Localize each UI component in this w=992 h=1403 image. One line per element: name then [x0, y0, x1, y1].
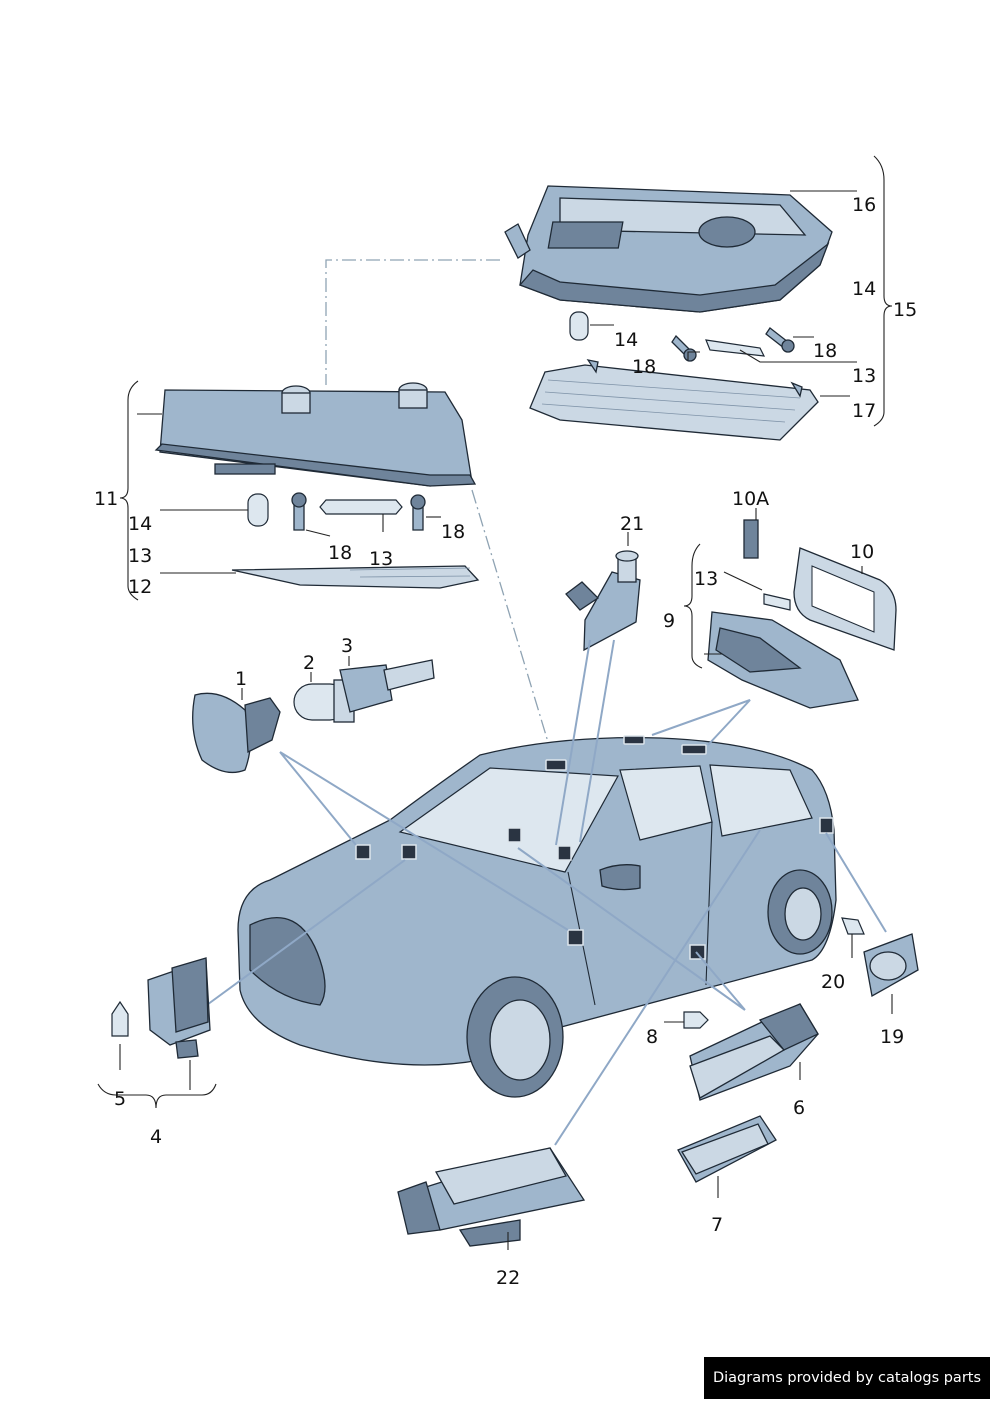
credit-banner: Diagrams provided by catalogs parts: [704, 1357, 990, 1399]
label-1: 1: [235, 668, 247, 690]
brace-11: [119, 380, 139, 601]
label-12: 12: [128, 576, 152, 598]
leader-18-left-a: [305, 529, 331, 537]
label-13-right: 13: [694, 568, 718, 590]
bulb-5: [111, 1000, 129, 1037]
label-17: 17: [852, 400, 876, 422]
left-bulb-14: [247, 493, 269, 527]
label-13-left: 13: [128, 545, 152, 567]
location-markers: [355, 735, 834, 960]
bulb-20: [841, 917, 865, 935]
top-festoon-13: [705, 339, 766, 357]
label-18-top-left: 18: [632, 356, 656, 378]
credit-text: Diagrams provided by catalogs parts: [712, 1370, 982, 1386]
lamp-19: [863, 933, 919, 998]
label-5: 5: [114, 1088, 126, 1110]
label-13-left-center: 13: [369, 548, 393, 570]
label-22: 22: [496, 1267, 520, 1289]
bulb-2: [293, 679, 355, 723]
label-10a: 10A: [732, 488, 769, 510]
cover-10a: [743, 519, 759, 559]
label-18-top-right: 18: [813, 340, 837, 362]
label-16: 16: [852, 194, 876, 216]
top-bulb-14: [569, 311, 589, 341]
left-festoon-13: [319, 499, 403, 515]
label-21: 21: [620, 513, 644, 535]
label-4: 4: [150, 1126, 162, 1148]
label-14-top-right: 14: [852, 278, 876, 300]
left-screw-18-a: [291, 492, 307, 531]
label-18-left-b: 18: [441, 521, 465, 543]
top-lens-17: [529, 359, 819, 441]
top-screw-18-right: [765, 327, 795, 353]
overhead-console-left: [154, 382, 477, 487]
guide-line-top: [325, 259, 500, 385]
label-8: 8: [646, 1026, 658, 1048]
label-13-top: 13: [852, 365, 876, 387]
lamp-lens-7: [677, 1115, 777, 1183]
label-3: 3: [341, 635, 353, 657]
label-15: 15: [893, 299, 917, 321]
lamp-housing-9: [707, 611, 859, 709]
label-19: 19: [880, 1026, 904, 1048]
brace-15: [873, 155, 893, 427]
leader-18-top-left: [687, 351, 700, 360]
label-6: 6: [793, 1097, 805, 1119]
left-screw-18-b: [410, 494, 426, 531]
gasket-10: [793, 547, 897, 651]
blue-leader-lines: [199, 639, 887, 1146]
lamp-6: [689, 1003, 819, 1101]
bulb-13-right: [763, 593, 791, 611]
label-7: 7: [711, 1214, 723, 1236]
label-9: 9: [663, 610, 675, 632]
label-20: 20: [821, 971, 845, 993]
label-14-top: 14: [614, 329, 638, 351]
guide-line-to-car: [471, 489, 549, 743]
label-14-left: 14: [128, 513, 152, 535]
label-2: 2: [303, 652, 315, 674]
leader-13-right: [723, 571, 763, 591]
label-11: 11: [94, 488, 118, 510]
bulb-holder-3: [339, 659, 435, 713]
part-number-labels: 16 14 15 14 18 18 13 17 11 14 18 18 13 1…: [94, 194, 917, 1289]
brace-4: [97, 1083, 217, 1109]
label-10: 10: [850, 541, 874, 563]
lamp-4: [147, 957, 211, 1059]
leader-13-top: [739, 349, 857, 363]
top-screw-18-left: [671, 334, 697, 362]
bulb-8: [683, 1011, 709, 1029]
bracket-21: [565, 550, 641, 652]
side-repeater-1: [192, 692, 281, 774]
module-22: [397, 1147, 586, 1247]
left-lens-12: [231, 565, 480, 589]
label-18-left-a: 18: [328, 542, 352, 564]
overhead-console-top: [504, 185, 833, 313]
brace-9: [683, 543, 703, 669]
